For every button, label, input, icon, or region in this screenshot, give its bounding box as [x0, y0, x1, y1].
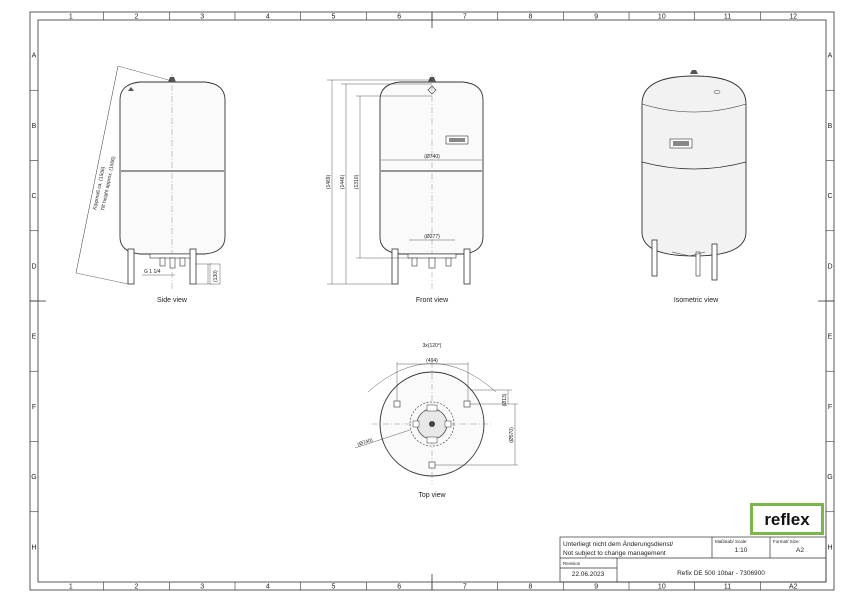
top-view: 3x(120°) (494) (Ø13) (Ø570) (Ø740) Top v… [354, 343, 518, 499]
grid-col-label-top: 7 [463, 14, 467, 21]
grid-col-label-top: 1 [69, 14, 73, 21]
title-block: Unterliegt nicht dem Änderungsdienst/ No… [559, 536, 827, 583]
grid-right-labels: A B C D E F G H [826, 53, 834, 551]
grid-col-label-bottom: 1 [69, 584, 73, 591]
grid-col-label-bottom: 7 [463, 584, 467, 591]
isometric-view-label: Isometric view [674, 297, 719, 304]
tb-scale-label: Maßstab/ Scale: [715, 539, 748, 544]
grid-col-label-top: 10 [658, 14, 666, 21]
top-foot-offset: (Ø13) [502, 393, 508, 406]
tb-product: Refix DE 500 10bar - 7306900 [677, 570, 765, 577]
front-bottom-diameter: (Ø277) [424, 234, 440, 240]
top-diameter: (Ø740) [357, 437, 374, 448]
sheet-code: A2 [789, 584, 798, 591]
grid-row-label-right: F [828, 404, 832, 411]
tb-note-en: Not subject to change management [563, 550, 666, 557]
side-view-tank [119, 81, 226, 255]
front-height-3: (1310) [354, 174, 360, 189]
grid-col-label-bottom: 3 [200, 584, 204, 591]
grid-col-label-bottom: 2 [135, 584, 139, 591]
grid-col-label-top: 3 [200, 14, 204, 21]
grid-col-label-bottom: 9 [594, 584, 598, 591]
grid-col-label-top: 5 [332, 14, 336, 21]
grid-row-label-right: G [827, 474, 832, 481]
tb-revision-label: Revision [563, 561, 581, 566]
grid-col-label-top: 6 [397, 14, 401, 21]
grid-row-label-left: E [32, 334, 37, 341]
tb-format-label: Format/ Size: [773, 539, 800, 544]
top-width: (494) [426, 358, 438, 364]
grid-col-label-bottom: 10 [658, 584, 666, 591]
grid-left-labels: A B C D E F G H [30, 53, 38, 551]
front-view-tank [379, 81, 484, 255]
grid-row-label-right: D [827, 263, 832, 270]
front-height-total: (1469) [326, 174, 332, 189]
tb-format-value: A2 [796, 547, 804, 554]
isometric-tank [641, 75, 747, 257]
grid-row-label-left: B [32, 123, 37, 130]
grid-col-label-bottom: 8 [529, 584, 533, 591]
grid-row-label-right: A [828, 53, 833, 60]
grid-col-label-top: 11 [724, 14, 731, 21]
side-foot-height: (130) [213, 270, 219, 282]
grid-row-label-right: C [827, 193, 832, 200]
side-connection-label: G 1 1/4 [144, 269, 161, 275]
tb-revision-date: 22.06.2023 [572, 571, 605, 578]
logo-text: reflex [764, 510, 810, 529]
front-diameter: (Ø740) [424, 154, 440, 160]
grid-row-label-right: E [828, 334, 833, 341]
grid-col-label-top: 9 [594, 14, 598, 21]
grid-col-label-bottom: 11 [724, 584, 731, 591]
top-view-label: Top view [418, 492, 446, 499]
grid-row-label-right: B [828, 123, 833, 130]
grid-row-label-left: C [31, 193, 36, 200]
centering-marks [30, 12, 834, 590]
grid-col-label-bottom: 5 [332, 584, 336, 591]
grid-col-label-bottom: 6 [397, 584, 401, 591]
front-view-label: Front view [416, 297, 449, 304]
top-angle: 3x(120°) [423, 343, 442, 349]
grid-col-label-top: 12 [789, 14, 797, 21]
top-depth: (Ø570) [509, 427, 515, 443]
side-view-label: Side view [157, 297, 188, 304]
grid-col-label-top: 8 [529, 14, 533, 21]
grid-row-label-left: F [32, 404, 36, 411]
reflex-logo: reflex [750, 503, 824, 535]
grid-row-label-left: H [31, 544, 36, 551]
isometric-view: Isometric view [641, 70, 747, 304]
grid-bottom-labels: 1 2 3 4 5 6 7 8 9 10 11 A2 [69, 582, 798, 591]
front-height-2: (1446) [340, 174, 346, 189]
grid-row-label-left: G [31, 474, 36, 481]
grid-row-label-right: H [827, 544, 832, 551]
grid-col-label-top: 4 [266, 14, 270, 21]
grid-col-label-bottom: 4 [266, 584, 270, 591]
tb-scale-value: 1:10 [735, 547, 748, 554]
front-view: (Ø740) (Ø277) (1469) (1446) (1310) Front… [326, 74, 484, 304]
tb-note-de: Unterliegt nicht dem Änderungsdienst/ [563, 540, 673, 548]
grid-row-label-left: D [31, 263, 36, 270]
side-view: Kippmaß ca. (1506) Tilt height approx. (… [75, 65, 226, 304]
grid-col-label-top: 2 [135, 14, 139, 21]
grid-row-label-left: A [32, 53, 37, 60]
